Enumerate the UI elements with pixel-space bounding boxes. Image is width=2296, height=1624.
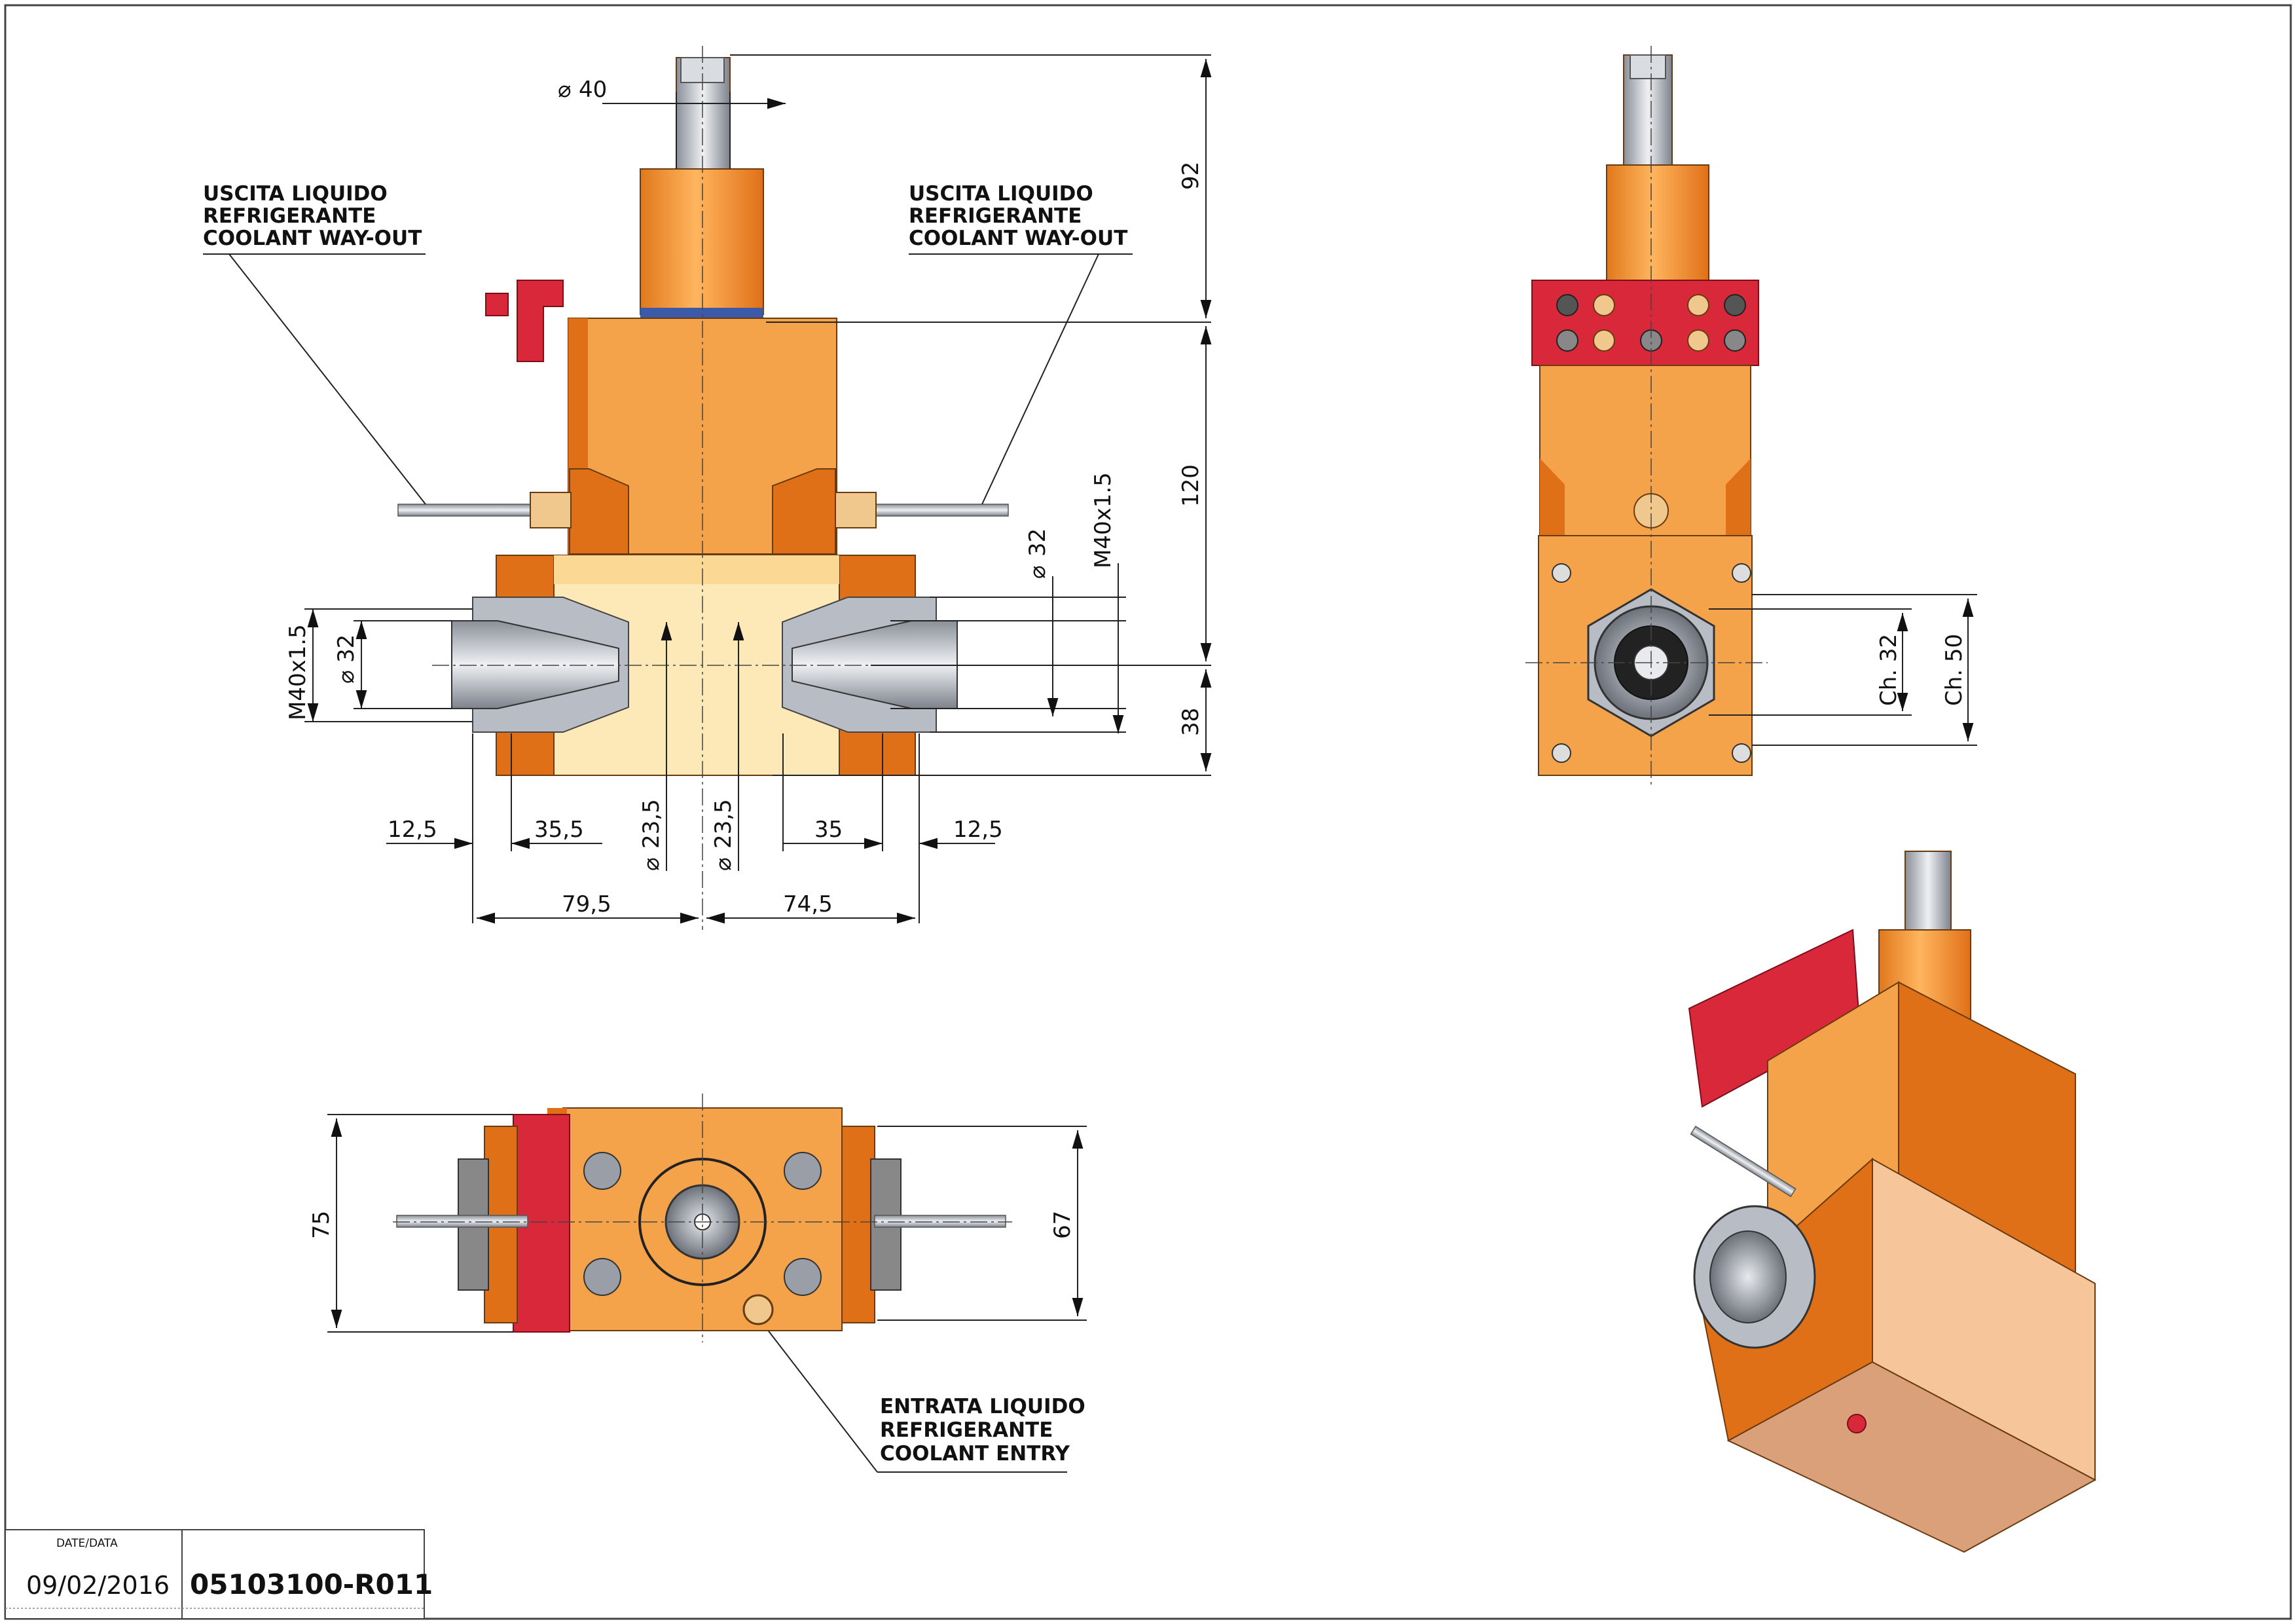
bottom-bolt-3	[583, 1258, 621, 1296]
label-entry-3: COOLANT ENTRY	[880, 1442, 1070, 1466]
iso-coolant-pipe	[1690, 1125, 1796, 1198]
dia-symbol-bore-b: ⌀	[710, 858, 737, 871]
dim-bore-left: 32	[333, 635, 359, 663]
label-out-left-1: USCITA LIQUIDO	[203, 182, 388, 206]
label-out-right-3: COOLANT WAY-OUT	[909, 227, 1127, 250]
leader-left	[203, 253, 426, 505]
front-labels: USCITA LIQUIDO REFRIGERANTE COOLANT WAY-…	[203, 77, 1204, 917]
side-screw-1	[1552, 563, 1571, 583]
dim-side-ch32: Ch. 32	[1876, 634, 1902, 706]
coolant-pipe-left	[397, 504, 536, 517]
bottom-pipe-right	[874, 1215, 1006, 1228]
bottom-view	[393, 1094, 1012, 1342]
dim-shaft-diameter: 40	[579, 77, 607, 103]
dim-bore-b: 23,5	[710, 799, 737, 849]
side-cylinder	[1606, 164, 1709, 281]
dia-symbol-bore-left: ⌀	[333, 671, 359, 684]
side-screw-3	[1552, 743, 1571, 763]
isometric-view	[1688, 851, 2097, 1553]
bottom-bolt-1	[583, 1152, 621, 1190]
label-entry-2: REFRIGERANTE	[880, 1418, 1053, 1442]
dim-right-total: 74,5	[783, 891, 833, 917]
bottom-dimensions: 75 67 ENTRATA LIQUIDO REFRIGERANTE COOLA…	[308, 1114, 1087, 1466]
dim-bore-right: 32	[1025, 528, 1051, 557]
title-date: 09/02/2016	[26, 1571, 170, 1600]
housing-chamfer-right	[772, 468, 836, 555]
label-entry-1: ENTRATA LIQUIDO	[880, 1395, 1085, 1418]
label-out-left-2: REFRIGERANTE	[203, 204, 376, 228]
pipe-fitting-right	[835, 492, 877, 528]
dia-symbol-shaft: ⌀	[558, 77, 571, 103]
title-block-frame	[5, 1529, 425, 1619]
side-bolt-2	[1724, 294, 1746, 316]
dim-height-top: 92	[1178, 162, 1204, 190]
side-port-2	[1687, 294, 1709, 316]
title-code: 05103100-R011	[190, 1568, 433, 1600]
side-view	[1525, 46, 1768, 786]
bottom-bolt-2	[784, 1152, 822, 1190]
drawing-frame	[4, 4, 2292, 1620]
side-port-3	[1593, 329, 1615, 352]
side-shaft-key	[1630, 54, 1666, 79]
dim-thread-right: M40x1.5	[1090, 472, 1116, 568]
leader-right	[909, 253, 1133, 505]
o-ring	[640, 308, 763, 318]
lower-body-top	[554, 555, 839, 584]
label-out-right-1: USCITA LIQUIDO	[909, 182, 1093, 206]
dim-height-bottom: 38	[1178, 708, 1204, 736]
dim-right-mid: 35	[814, 817, 843, 843]
dia-symbol-bore-right: ⌀	[1025, 566, 1051, 579]
label-out-left-3: COOLANT WAY-OUT	[203, 227, 422, 250]
dim-right-offset: 12,5	[953, 817, 1003, 843]
iso-bottom-face	[1726, 1361, 2097, 1553]
dim-side-ch50: Ch. 50	[1941, 634, 1967, 706]
side-bolt-5	[1724, 329, 1746, 352]
bottom-pipe-left	[396, 1215, 528, 1228]
label-out-right-2: REFRIGERANTE	[909, 204, 1082, 228]
leader-entry	[757, 1317, 1067, 1473]
bottom-flange-right	[841, 1126, 875, 1323]
side-screw-4	[1732, 743, 1751, 763]
side-dimensions: Ch. 32 Ch. 50	[1709, 594, 1977, 746]
side-housing-shade	[1540, 458, 1751, 536]
title-date-label: DATE/DATA	[56, 1537, 118, 1550]
red-fitting	[485, 293, 509, 316]
dia-symbol-bore-a: ⌀	[638, 858, 665, 871]
side-screw-2	[1732, 563, 1751, 583]
red-manifold	[517, 280, 564, 362]
dim-thread-left: M40x1.5	[285, 624, 311, 720]
iso-collet	[1709, 1230, 1787, 1323]
housing-chamfer-left	[569, 468, 629, 555]
side-bolt-3	[1556, 329, 1578, 352]
dim-bottom-height: 67	[1049, 1211, 1076, 1239]
front-view	[397, 46, 1205, 930]
side-port-1	[1593, 294, 1615, 316]
dim-bore-a: 23,5	[638, 799, 665, 849]
dim-bottom-width: 75	[308, 1211, 335, 1239]
front-dimensions	[203, 54, 1212, 1473]
side-port-4	[1687, 329, 1709, 352]
coolant-pipe-right	[870, 504, 1009, 517]
dim-height-mid: 120	[1178, 464, 1204, 507]
bottom-bolt-4	[784, 1258, 822, 1296]
bottom-coolant-entry	[742, 1294, 774, 1325]
iso-coolant-entry	[1847, 1414, 1867, 1433]
dim-left-total: 79,5	[562, 891, 611, 917]
pipe-fitting-left	[530, 492, 572, 528]
dim-left-mid: 35,5	[534, 817, 584, 843]
side-red-manifold	[1531, 280, 1759, 366]
iso-shaft	[1904, 851, 1952, 937]
dim-left-offset: 12,5	[388, 817, 437, 843]
side-bolt-1	[1556, 294, 1578, 316]
collet-left	[451, 620, 619, 709]
title-block: DATE/DATA 09/02/2016 05103100-R011	[5, 1529, 433, 1619]
upper-cylinder	[640, 168, 764, 315]
